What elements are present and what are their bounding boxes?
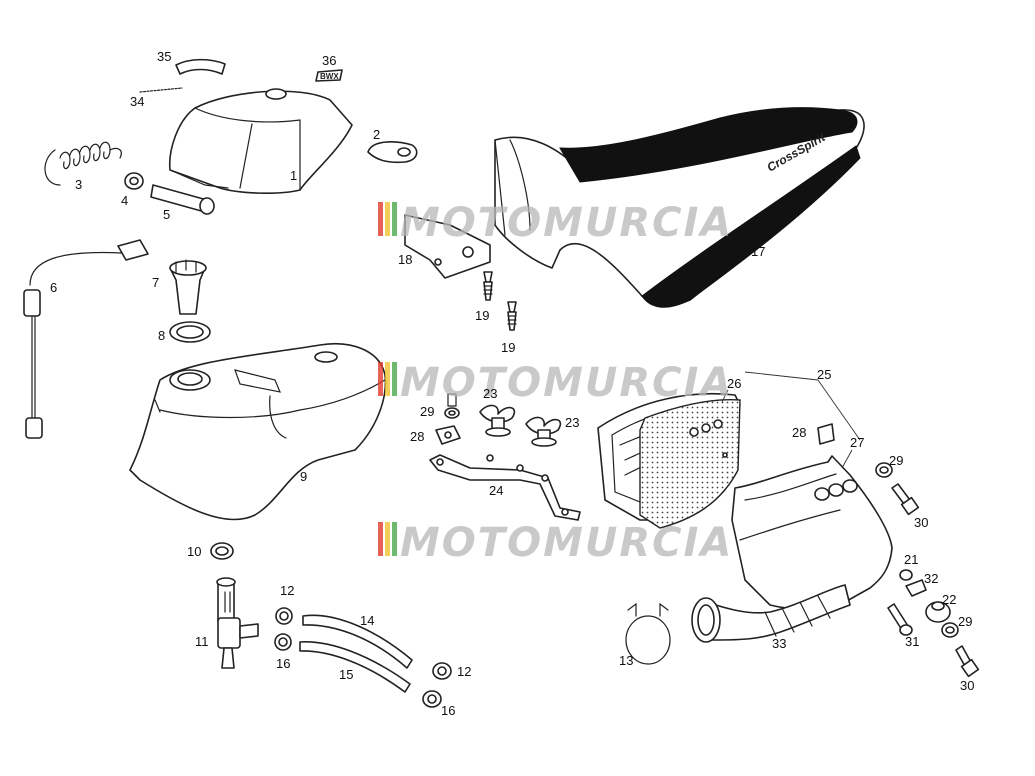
label-10: 10 — [187, 544, 201, 559]
label-33: 33 — [772, 636, 786, 651]
nut-21 — [899, 569, 913, 581]
fuel-level-sensor — [23, 239, 149, 439]
label-29c: 29 — [958, 614, 972, 629]
label-4: 4 — [121, 193, 128, 208]
label-28a: 28 — [410, 429, 424, 444]
label-23a: 23 — [483, 386, 497, 401]
label-34: 34 — [130, 94, 144, 109]
label-21: 21 — [904, 552, 918, 567]
watermark-text: MOTOMURCIA — [400, 520, 733, 566]
grommet-28-right — [817, 423, 835, 445]
label-17: 17 — [751, 244, 765, 259]
label-3: 3 — [75, 177, 82, 192]
bolt-30-upper — [891, 483, 920, 516]
seal-ring — [169, 321, 211, 343]
label-8: 8 — [158, 328, 165, 343]
wing-nut-23b — [525, 416, 562, 447]
watermark-3: MOTOMURCIA — [378, 520, 733, 566]
bolt-30-lower — [955, 645, 980, 678]
label-31: 31 — [905, 634, 919, 649]
label-11: 11 — [195, 634, 209, 649]
watermark-text: MOTOMURCIA — [400, 360, 733, 406]
airbox-body — [731, 455, 893, 610]
seat-bracket — [404, 214, 491, 279]
watermark-1: MOTOMURCIA — [378, 200, 733, 246]
wire-clip-13 — [625, 602, 671, 665]
label-23b: 23 — [565, 415, 579, 430]
screw-19a — [483, 271, 493, 301]
label-1: 1 — [290, 168, 297, 183]
label-12a: 12 — [280, 583, 294, 598]
label-15: 15 — [339, 667, 353, 682]
label-24: 24 — [489, 483, 503, 498]
label-36: 36 — [322, 53, 336, 68]
washer-29-lower — [941, 622, 959, 638]
hose-clamp-12b — [432, 662, 452, 680]
intake-duct — [691, 584, 851, 643]
washer-29-center — [444, 393, 460, 419]
label-29b: 29 — [889, 453, 903, 468]
decal-strip — [139, 87, 183, 93]
screw-31 — [887, 603, 913, 636]
grommet-28-center — [435, 425, 461, 445]
badge-text: BWX — [320, 72, 339, 81]
part-number-labels: 1 2 3 4 5 6 7 8 9 10 11 12 12 13 14 15 1… — [50, 49, 974, 718]
filter-support-bracket — [429, 454, 581, 521]
label-25: 25 — [817, 367, 831, 382]
hose-clamp-16a — [274, 633, 292, 651]
rubber-grommet-35 — [175, 58, 226, 75]
label-9: 9 — [300, 469, 307, 484]
leader-lines — [721, 371, 861, 469]
label-26: 26 — [727, 376, 741, 391]
washer-29-upper — [875, 462, 893, 478]
label-19a: 19 — [475, 308, 489, 323]
fuel-hose-15 — [299, 641, 411, 693]
hose-clamp-16b — [422, 690, 442, 708]
badge-36: BWX — [315, 69, 343, 82]
label-29a: 29 — [420, 404, 434, 419]
label-2: 2 — [373, 127, 380, 142]
rubber-mount-22 — [925, 601, 951, 623]
label-5: 5 — [163, 207, 170, 222]
label-30a: 30 — [914, 515, 928, 530]
label-35: 35 — [157, 49, 171, 64]
watermark-2: MOTOMURCIA — [378, 360, 733, 406]
screw-19b — [507, 301, 517, 331]
hose-clamp-12a — [275, 607, 293, 625]
clip-32 — [905, 579, 927, 597]
seat: CrossSpirit — [494, 107, 865, 308]
watermark-text: MOTOMURCIA — [400, 200, 733, 246]
bracket-clip — [367, 141, 418, 164]
tank-cover — [168, 88, 353, 194]
fuel-cap-filter — [169, 259, 207, 315]
label-27: 27 — [850, 435, 864, 450]
label-32: 32 — [924, 571, 938, 586]
label-28b: 28 — [792, 425, 806, 440]
spacer-ring — [124, 172, 144, 190]
label-16b: 16 — [441, 703, 455, 718]
label-14: 14 — [360, 613, 374, 628]
label-16a: 16 — [276, 656, 290, 671]
label-19b: 19 — [501, 340, 515, 355]
label-22: 22 — [942, 592, 956, 607]
label-18: 18 — [398, 252, 412, 267]
tension-spring — [44, 141, 122, 186]
fuel-tank — [129, 343, 387, 521]
hose-clamp-10 — [210, 542, 234, 560]
pivot-pin — [150, 184, 215, 215]
label-6: 6 — [50, 280, 57, 295]
fuel-hose-14 — [302, 614, 413, 669]
label-12b: 12 — [457, 664, 471, 679]
label-7: 7 — [152, 275, 159, 290]
air-filter-element — [639, 398, 741, 529]
label-13: 13 — [619, 653, 633, 668]
wing-nut-23a — [479, 404, 516, 437]
fuel-tap — [216, 577, 259, 669]
label-30b: 30 — [960, 678, 974, 693]
